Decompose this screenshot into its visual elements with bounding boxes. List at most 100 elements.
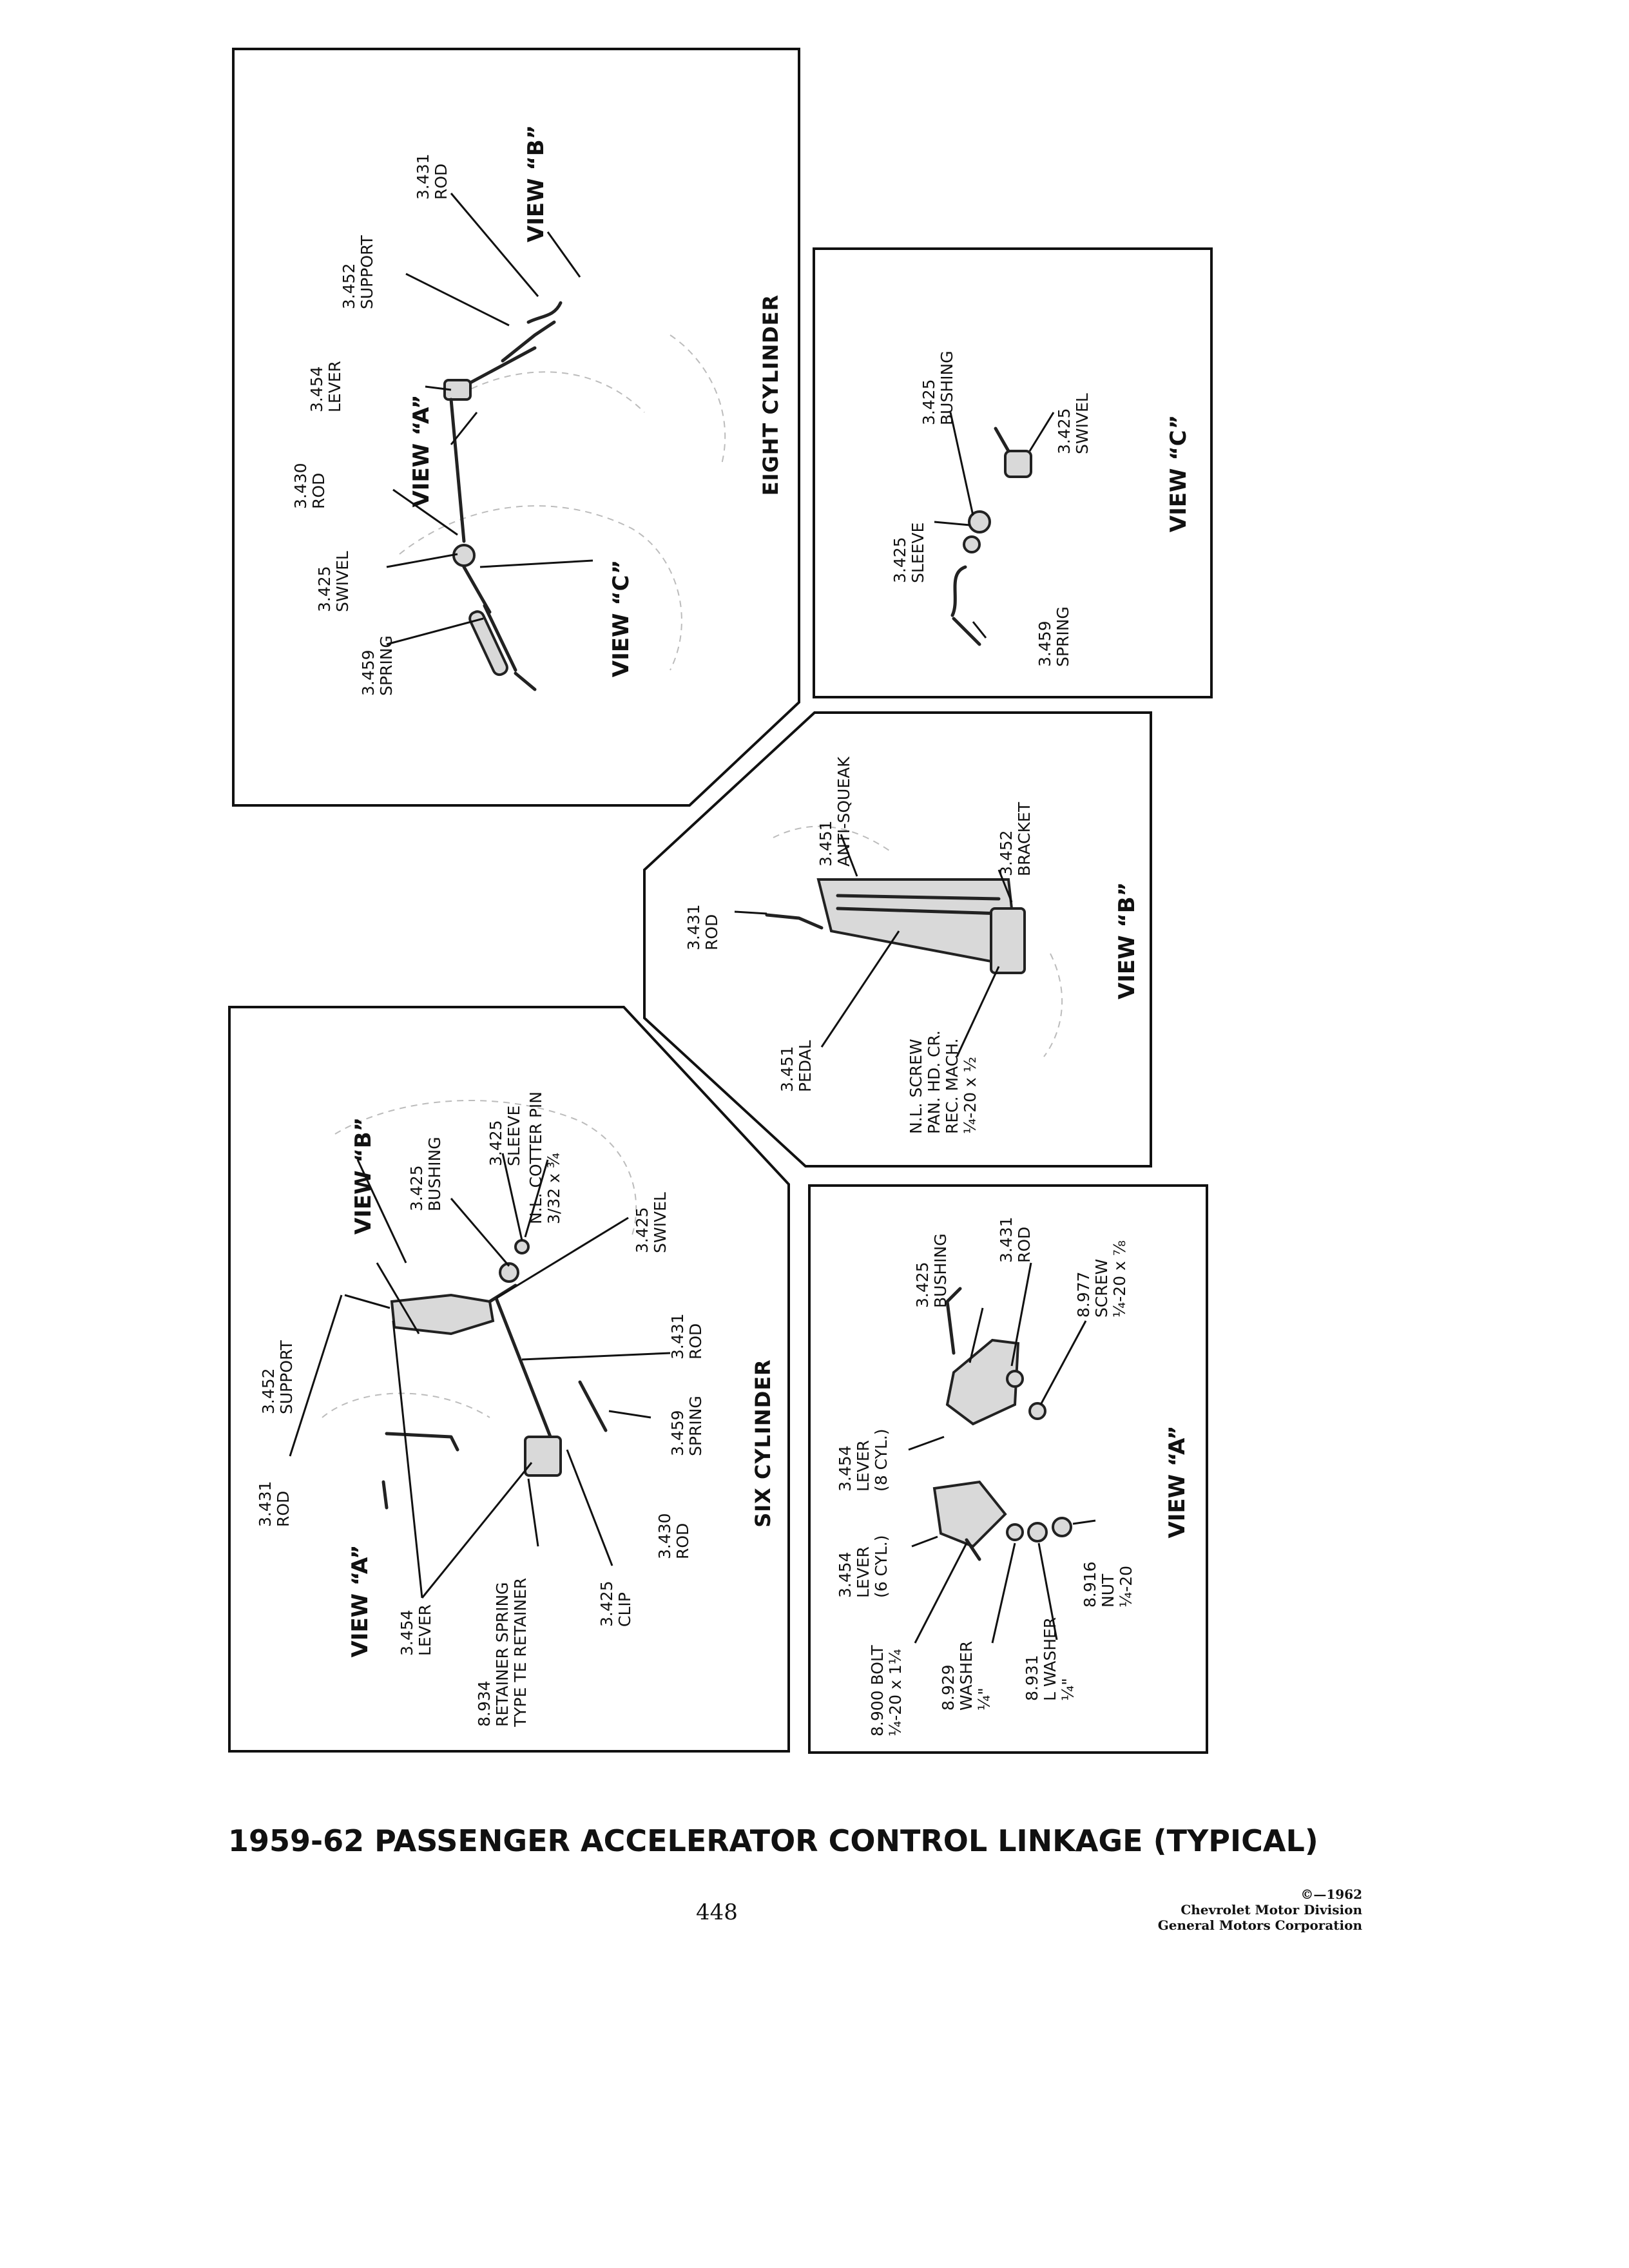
eight-cylinder-frame bbox=[232, 48, 800, 807]
view-c-text: VIEW “C” 3.425 SLEEVE 3.425 BUSHING 3.42… bbox=[891, 351, 1191, 667]
svg-text:3.431: 3.431 bbox=[997, 1216, 1016, 1263]
svg-text:ROD: ROD bbox=[702, 914, 721, 950]
svg-text:SLEEVE: SLEEVE bbox=[909, 523, 927, 583]
svg-text:ROD: ROD bbox=[274, 1491, 293, 1527]
view-c-frame bbox=[813, 247, 1213, 698]
copyright-block: ©—1962 Chevrolet Motor Division General … bbox=[1158, 1887, 1362, 1933]
svg-text:3.425: 3.425 bbox=[891, 537, 909, 583]
svg-text:LEVER: LEVER bbox=[854, 1440, 872, 1492]
copyright-corporation: General Motors Corporation bbox=[1157, 1917, 1362, 1933]
six-cylinder-frame bbox=[228, 1006, 790, 1753]
view-c-illustration bbox=[950, 427, 1032, 646]
six-view-b-label: VIEW “B” bbox=[351, 1117, 376, 1235]
svg-text:8.977: 8.977 bbox=[1074, 1271, 1093, 1318]
svg-text:3.454: 3.454 bbox=[836, 1445, 854, 1492]
view-c-sleeve-label: 3.425 SLEEVE bbox=[891, 523, 927, 583]
copyright-year: ©—1962 bbox=[1300, 1887, 1362, 1902]
svg-text:REC. MACH.: REC. MACH. bbox=[943, 1038, 961, 1134]
svg-text:3.454: 3.454 bbox=[307, 366, 326, 412]
page-title: 1959-62 PASSENGER ACCELERATOR CONTROL LI… bbox=[228, 1823, 1318, 1858]
six-clip-label: 3.425 CLIP bbox=[597, 1581, 634, 1627]
svg-text:¼-20 x ⅞: ¼-20 x ⅞ bbox=[1110, 1240, 1129, 1318]
copyright-division: Chevrolet Motor Division bbox=[1181, 1902, 1362, 1917]
eight-cylinder-heading: EIGHT CYLINDER bbox=[758, 294, 783, 496]
eight-rod-430-label: 3.430 ROD bbox=[291, 463, 328, 509]
view-b-illustration bbox=[765, 825, 1063, 1057]
svg-text:SWIVEL: SWIVEL bbox=[1073, 393, 1092, 454]
six-retainer-spring-label: 8.934 RETAINER SPRING TYPE TE RETAINER bbox=[475, 1578, 530, 1727]
svg-text:WASHER: WASHER bbox=[957, 1641, 976, 1711]
view-b-bracket-label: 3.452 BRACKET bbox=[997, 802, 1034, 876]
svg-text:ROD: ROD bbox=[673, 1523, 692, 1559]
view-b-anti-squeak-label: 3.451 ANTI-SQUEAK bbox=[816, 756, 853, 867]
view-a-bolt-label: 8.900 BOLT ¼-20 x 1¼ bbox=[868, 1645, 905, 1736]
svg-text:8.916: 8.916 bbox=[1081, 1561, 1099, 1608]
svg-text:3.425: 3.425 bbox=[315, 566, 334, 612]
svg-text:SPRING: SPRING bbox=[377, 635, 396, 696]
view-a-screw-label: 8.977 SCREW ¼-20 x ⅞ bbox=[1074, 1240, 1129, 1318]
eight-cylinder-illustration bbox=[399, 301, 726, 691]
view-c-swivel-label: 3.425 SWIVEL bbox=[1055, 393, 1092, 454]
svg-text:8.900 BOLT: 8.900 BOLT bbox=[868, 1645, 887, 1736]
view-a-bushing-label: 3.425 BUSHING bbox=[913, 1233, 950, 1308]
view-b-frame bbox=[643, 711, 1152, 1168]
svg-text:SUPPORT: SUPPORT bbox=[358, 235, 376, 309]
svg-text:SUPPORT: SUPPORT bbox=[277, 1340, 296, 1414]
view-a-illustration bbox=[932, 1287, 1072, 1561]
view-b-heading: VIEW “B” bbox=[1114, 882, 1140, 999]
svg-text:3.425: 3.425 bbox=[1055, 408, 1074, 454]
view-b-text: VIEW “B” 3.431 ROD 3.451 ANTI-SQUEAK 3.4… bbox=[684, 756, 1140, 1134]
svg-text:ANTI-SQUEAK: ANTI-SQUEAK bbox=[834, 756, 853, 867]
svg-text:3.431: 3.431 bbox=[684, 904, 703, 950]
view-a-l-washer-label: 8.931 L WASHER ¼" bbox=[1023, 1617, 1077, 1701]
six-lever-label: 3.454 LEVER bbox=[398, 1604, 434, 1656]
svg-text:¼": ¼" bbox=[975, 1687, 994, 1711]
eight-view-c-label: VIEW “C” bbox=[608, 560, 634, 677]
six-bushing-label: 3.425 BUSHING bbox=[407, 1137, 444, 1211]
svg-text:ROD: ROD bbox=[686, 1323, 705, 1360]
svg-text:¼-20 x 1¼: ¼-20 x 1¼ bbox=[886, 1649, 905, 1736]
view-c-bushing-label: 3.425 BUSHING bbox=[920, 351, 956, 425]
svg-text:SPRING: SPRING bbox=[1054, 606, 1072, 667]
svg-text:SLEEVE: SLEEVE bbox=[505, 1106, 523, 1166]
svg-text:N.L. SCREW: N.L. SCREW bbox=[907, 1039, 925, 1134]
svg-text:3.425: 3.425 bbox=[407, 1165, 426, 1211]
svg-text:RETAINER SPRING: RETAINER SPRING bbox=[493, 1582, 512, 1727]
svg-text:LEVER: LEVER bbox=[325, 361, 344, 412]
svg-text:3.454: 3.454 bbox=[398, 1610, 416, 1656]
svg-text:¼": ¼" bbox=[1059, 1678, 1077, 1701]
svg-text:BRACKET: BRACKET bbox=[1015, 802, 1034, 876]
svg-text:3.425: 3.425 bbox=[913, 1262, 932, 1308]
six-cylinder-text: SIX CYLINDER VIEW “A” VIEW “B” 3.431 ROD… bbox=[256, 1091, 775, 1727]
six-cotter-pin-label: N.L. COTTER PIN 3/32 x ¾ bbox=[526, 1091, 563, 1224]
svg-text:¼-20 x ½: ¼-20 x ½ bbox=[961, 1057, 979, 1134]
view-b-rod-label: 3.431 ROD bbox=[684, 904, 721, 950]
view-a-rod-label: 3.431 ROD bbox=[997, 1216, 1034, 1263]
svg-text:¼-20: ¼-20 bbox=[1117, 1566, 1135, 1608]
six-spring-label: 3.459 SPRING bbox=[668, 1396, 705, 1456]
view-a-heading: VIEW “A” bbox=[1164, 1425, 1190, 1538]
svg-text:3.430: 3.430 bbox=[291, 463, 310, 509]
svg-text:(8 CYL.): (8 CYL.) bbox=[872, 1428, 891, 1492]
six-sleeve-label: 3.425 SLEEVE bbox=[487, 1106, 523, 1166]
eight-view-a-label: VIEW “A” bbox=[409, 394, 434, 507]
svg-text:SWIVEL: SWIVEL bbox=[333, 551, 352, 612]
six-rod-431-left-label: 3.431 ROD bbox=[256, 1481, 293, 1527]
svg-text:3.431: 3.431 bbox=[256, 1481, 275, 1527]
svg-text:3.425: 3.425 bbox=[633, 1207, 651, 1253]
svg-text:PAN. HD. CR.: PAN. HD. CR. bbox=[925, 1030, 943, 1134]
view-c-heading: VIEW “C” bbox=[1166, 415, 1191, 532]
view-a-text: VIEW “A” 3.425 BUSHING 3.431 ROD 8.977 S… bbox=[836, 1216, 1190, 1736]
eight-lever-label: 3.454 LEVER bbox=[307, 361, 344, 412]
six-support-label: 3.452 SUPPORT bbox=[259, 1340, 296, 1414]
svg-text:3.459: 3.459 bbox=[1036, 620, 1054, 667]
view-a-washer-label: 8.929 WASHER ¼" bbox=[939, 1641, 994, 1711]
eight-spring-label: 3.459 SPRING bbox=[359, 635, 396, 696]
view-a-lever-6cyl-label: 3.454 LEVER (6 CYL.) bbox=[836, 1535, 891, 1598]
svg-text:ROD: ROD bbox=[309, 473, 328, 509]
svg-text:3.454: 3.454 bbox=[836, 1552, 854, 1598]
svg-text:3.425: 3.425 bbox=[920, 379, 938, 425]
view-a-nut-label: 8.916 NUT ¼-20 bbox=[1081, 1561, 1135, 1608]
view-a-frame bbox=[808, 1184, 1208, 1754]
